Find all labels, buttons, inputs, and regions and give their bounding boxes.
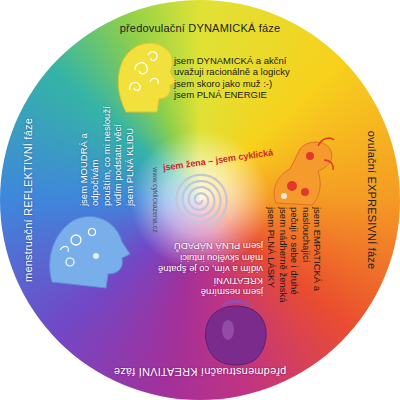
statement: vidím podstatu věcí bbox=[112, 94, 123, 206]
statement: jsem nádherně ženská bbox=[278, 207, 289, 309]
statement: jsem nesmírně KREATIVNÍ bbox=[149, 276, 263, 299]
statement: mám skvělou intuici bbox=[149, 253, 263, 264]
phase-sector: menstruační REFLEKTIVNÍ fáze jsem MOUDRÁ … bbox=[0, 55, 150, 345]
statement: jsem skoro jako muž :-) bbox=[174, 78, 306, 89]
phase-title: předovulační DYNAMICKÁ fáze bbox=[120, 22, 281, 34]
statement: vidím a vím, co je špatně bbox=[149, 264, 263, 275]
statement: jsem MOUDRÁ a odpočívám bbox=[78, 94, 101, 206]
spiral-symbol bbox=[176, 175, 226, 227]
statement: jsem DYNAMICKÁ a akční bbox=[174, 55, 306, 66]
phase-title: menstruační REFLEKTIVNÍ fáze bbox=[22, 118, 34, 282]
statement-list: jsem nesmírně KREATIVNÍvidím a vím, co j… bbox=[149, 242, 263, 299]
statement-list: jsem MOUDRÁ a odpočívámpouštím, co mi ne… bbox=[78, 94, 135, 206]
statement: jsem PLNÁ NÁPADŮ bbox=[149, 242, 263, 253]
statement: jsem PLNÁ ENERGIE bbox=[174, 89, 306, 100]
statement-list: jsem EMPATICKÁ a naslouchajícípečuji o s… bbox=[267, 207, 324, 309]
phase-sector: ovulační EXPRESIVNÍ fáze jsem EMPATICKÁ a… bbox=[250, 55, 400, 345]
purple-vase bbox=[205, 302, 266, 366]
orange-figure bbox=[274, 138, 334, 205]
blue-head bbox=[50, 216, 130, 288]
statement: pečuji o sebe i druhé bbox=[289, 207, 300, 309]
statement: jsem PLNÁ KLIDU bbox=[123, 94, 134, 206]
statement-list: jsem DYNAMICKÁ a akčníuvažuji racionálně… bbox=[174, 55, 306, 101]
phase-title: ovulační EXPRESIVNÍ fáze bbox=[366, 131, 378, 270]
statement: uvažuji racionálně a logicky bbox=[174, 67, 306, 78]
yellow-head bbox=[118, 43, 177, 112]
statement: jsem PLNÁ LÁSKY bbox=[267, 207, 278, 309]
spiral-line bbox=[176, 175, 226, 227]
phase-title: předmenstruační KREATIVNÍ fáze bbox=[114, 366, 287, 378]
statement: pouštím, co mi neslouží bbox=[100, 94, 111, 206]
web-address: www.cyklickazena.cz bbox=[152, 167, 159, 232]
phase-sector: předmenstruační KREATIVNÍ fáze jsem nesmí… bbox=[55, 225, 345, 400]
phase-sector: předovulační DYNAMICKÁ fáze jsem DYNAMICK… bbox=[55, 0, 345, 150]
statement: jsem EMPATICKÁ a naslouchající bbox=[301, 207, 324, 309]
